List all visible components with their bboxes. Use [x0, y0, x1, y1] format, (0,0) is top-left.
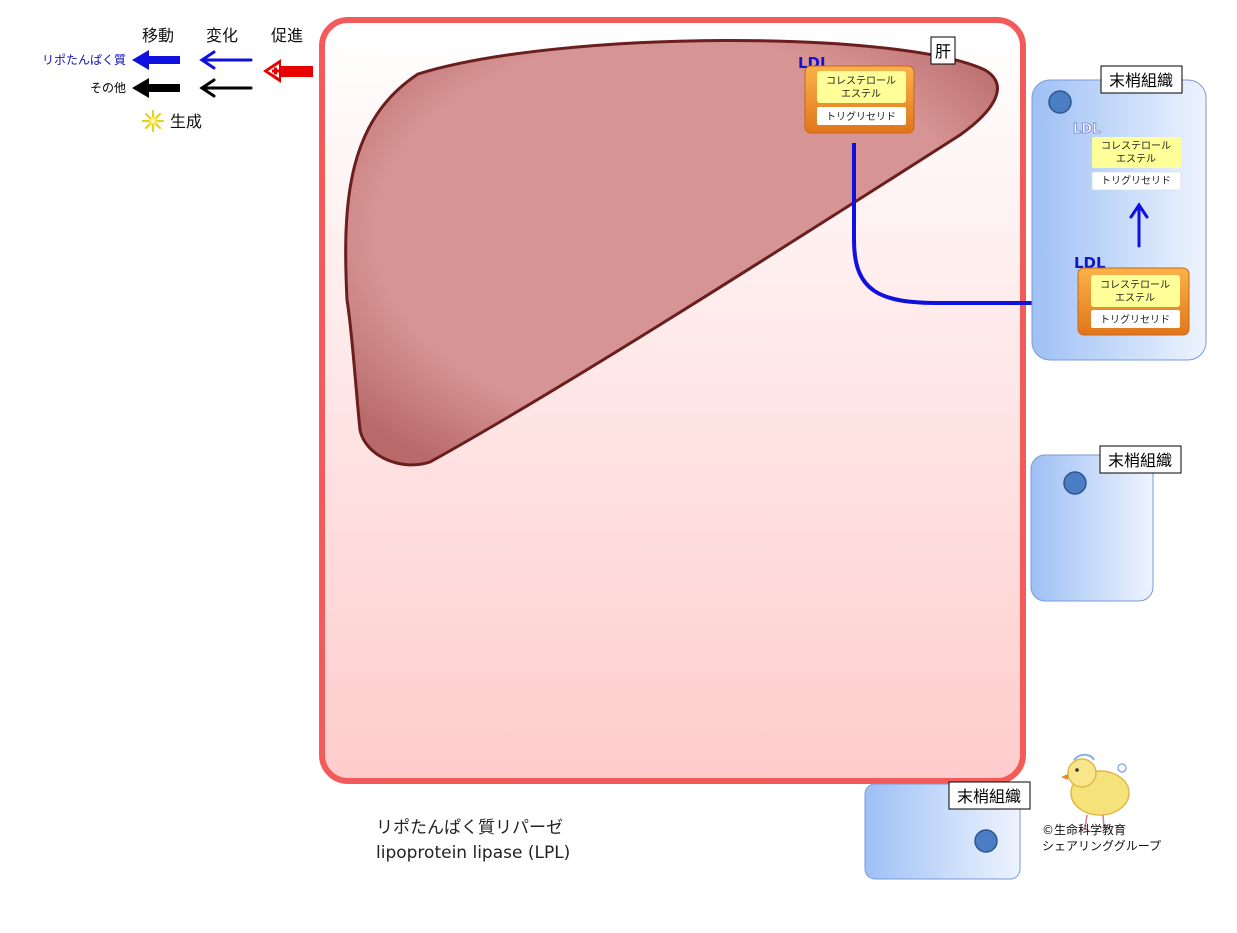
cholesterol-ester-line2: エステル: [841, 89, 881, 100]
legend-move-header: 移動: [142, 26, 174, 45]
cholesterol-ester-line1: コレステロール: [826, 76, 896, 87]
triglyceride-label: トリグリセリド: [826, 110, 896, 123]
ldl-particle-tissue: LDL コレステロール エステル トリグリセリド: [1074, 254, 1190, 336]
cholesterol-ester-line1: コレステロール: [1101, 141, 1171, 152]
legend-other-label: その他: [90, 81, 126, 95]
liver-label: 肝: [935, 42, 951, 61]
legend-change-header: 変化: [206, 26, 238, 45]
nucleus-icon: [1063, 471, 1087, 495]
peripheral-tissue-2: 末梢組織: [1030, 445, 1182, 602]
cholesterol-ester-line1: コレステロール: [1100, 280, 1170, 291]
legend: 移動 変化 促進 リポたんぱく質 その他: [42, 26, 313, 133]
peripheral-tissue-1: 末梢組織 LDL コレステロール エステル トリグリセリド LDL コレステロー…: [1031, 65, 1207, 361]
chick-mascot-icon: [1061, 753, 1130, 833]
triglyceride-label: トリグリセリド: [1101, 174, 1171, 187]
caption-japanese: リポたんぱく質リパーゼ: [376, 818, 563, 838]
cholesterol-ester-box: [817, 71, 906, 103]
liver-label-box: [930, 36, 956, 65]
move-arrow-blue-icon: [132, 50, 180, 70]
legend-lipoprotein-label: リポたんぱく質: [42, 52, 126, 67]
ldl-ghost-label: LDL: [1073, 122, 1100, 137]
credit-line1: ©生命科学教育: [1042, 822, 1126, 837]
ldl-change-arrow: [1129, 202, 1149, 248]
peripheral-tissue-label: 末梢組織: [1108, 451, 1172, 470]
credit-line2: シェアリンググループ: [1042, 839, 1161, 853]
triglyceride-box: [817, 107, 906, 125]
liver-shape: [344, 38, 999, 467]
ldl-particle-liver: LDL コレステロール エステル トリグリセリド: [798, 54, 915, 134]
change-arrow-blue-icon: [199, 50, 253, 70]
legend-generation-label: 生成: [170, 112, 202, 131]
caption-english: lipoprotein lipase (LPL): [376, 843, 570, 863]
peripheral-tissue-label: 末梢組織: [957, 787, 1021, 806]
legend-promote-header: 促進: [271, 26, 303, 45]
nucleus-icon: [974, 829, 998, 853]
nucleus-icon: [1048, 90, 1072, 114]
cholesterol-ester-line2: エステル: [1116, 154, 1156, 165]
generation-sun-icon: [141, 109, 165, 133]
move-arrow-black-icon: [132, 78, 180, 98]
triglyceride-label: トリグリセリド: [1100, 313, 1170, 326]
ldl-particle-ghost: LDL コレステロール エステル トリグリセリド: [1073, 122, 1182, 191]
promote-arrow-icon: [263, 59, 313, 83]
cholesterol-ester-line2: エステル: [1115, 293, 1155, 304]
peripheral-tissue-label: 末梢組織: [1109, 71, 1173, 90]
change-arrow-black-icon: [199, 78, 253, 98]
peripheral-tissue-3: 末梢組織: [864, 781, 1031, 880]
